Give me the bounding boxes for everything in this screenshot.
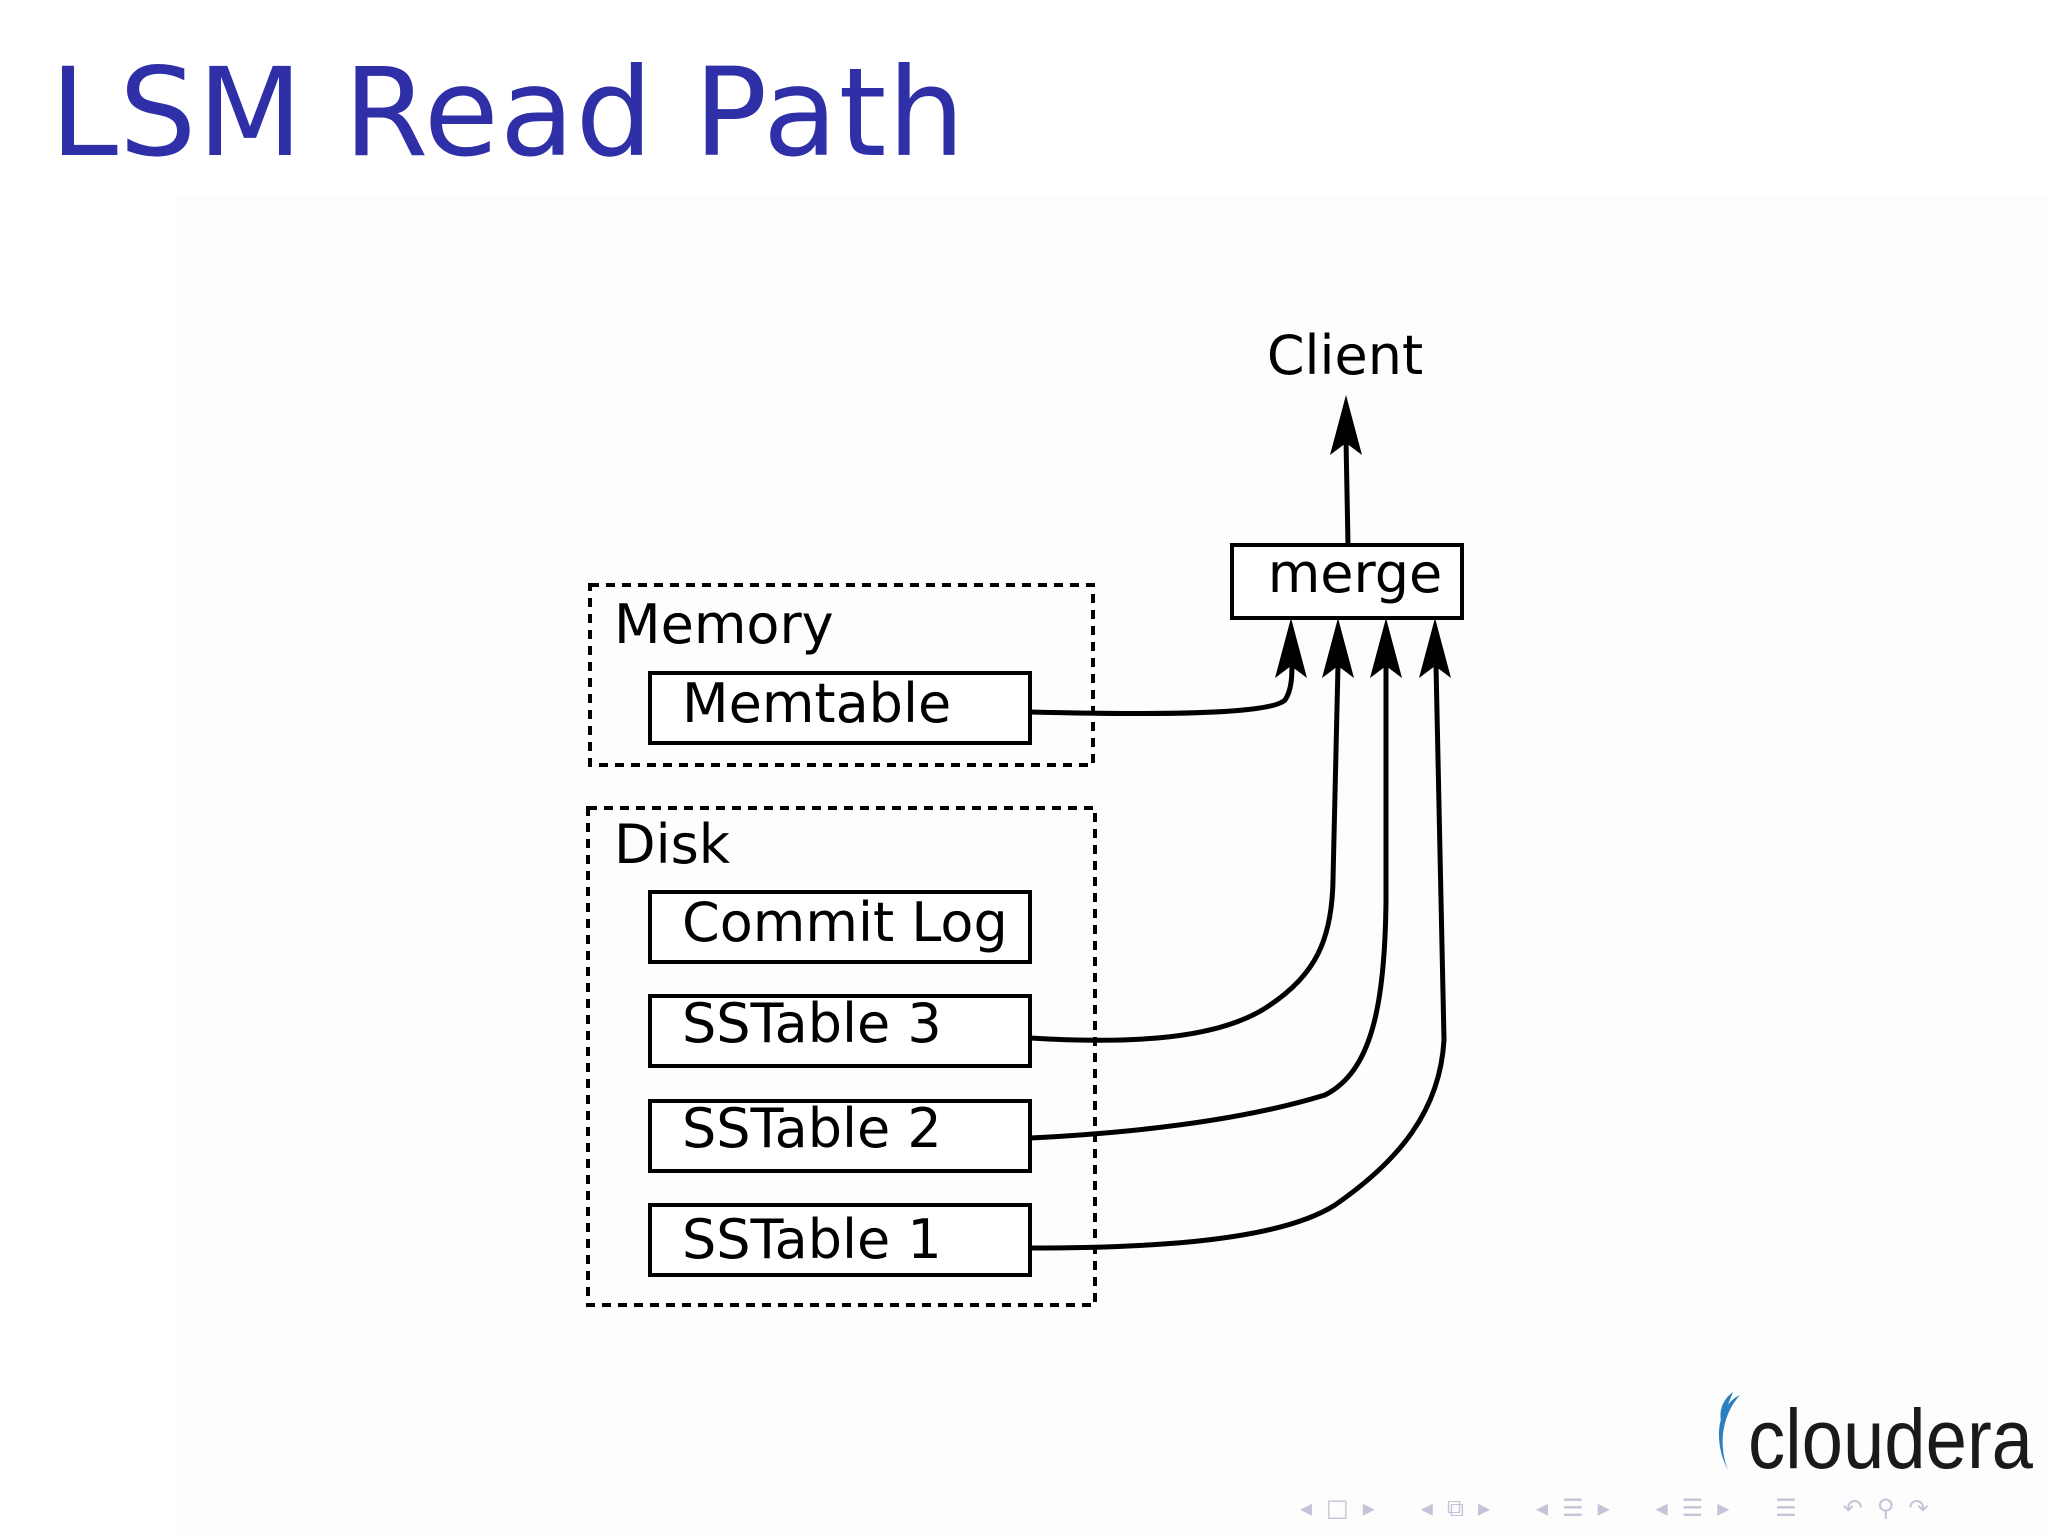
sstable-1-to-merge-arrow: [1029, 618, 1451, 1251]
disk-group-label: Disk: [614, 813, 731, 876]
memtable-box: Memtable: [648, 671, 1032, 745]
frame-icon[interactable]: □: [1326, 1494, 1349, 1522]
nav-prev-icon[interactable]: ◂: [1300, 1494, 1313, 1522]
sstable-3-to-merge-arrow: [1029, 618, 1354, 1043]
section-icon[interactable]: ☰: [1562, 1494, 1584, 1522]
cloudera-logo-text: cloudera: [1748, 1392, 2033, 1486]
sstable-2-to-merge-arrow: [1029, 618, 1402, 1141]
toc-icon[interactable]: ☰: [1775, 1494, 1797, 1522]
commit-log-label: Commit Log: [682, 891, 1008, 954]
cloudera-logo: cloudera: [1718, 1392, 2033, 1486]
disk-group: Disk: [586, 806, 1097, 1307]
sstable-2-box: SSTable 2: [648, 1097, 1032, 1173]
memory-group-label: Memory: [614, 593, 834, 656]
navigation-bar: ◂ □ ▸ ◂ ⧉ ▸ ◂ ☰ ▸ ◂ ☰ ▸ ☰ ↶ ⚲ ↷: [1300, 1488, 2040, 1528]
sstable-1-label: SSTable 1: [682, 1208, 942, 1271]
forward-icon[interactable]: ↷: [1908, 1494, 1929, 1522]
sstable-3-box: SSTable 3: [648, 992, 1032, 1068]
nav-next-icon[interactable]: ▸: [1362, 1494, 1375, 1522]
sstable-1-box: SSTable 1: [648, 1203, 1032, 1277]
client-label: Client: [1267, 324, 1423, 387]
nav-prev-icon[interactable]: ◂: [1655, 1494, 1668, 1522]
sstable-3-label: SSTable 3: [682, 992, 942, 1055]
memtable-to-merge-arrow: [1029, 618, 1307, 717]
subsection-icon[interactable]: ⧉: [1446, 1494, 1464, 1522]
search-icon[interactable]: ⚲: [1876, 1494, 1895, 1522]
merge-label: merge: [1268, 542, 1443, 605]
nav-next-icon[interactable]: ▸: [1717, 1494, 1730, 1522]
outline-icon[interactable]: ☰: [1681, 1494, 1704, 1522]
slide-background: [175, 195, 2048, 1536]
memtable-label: Memtable: [682, 672, 951, 735]
nav-next-icon[interactable]: ▸: [1477, 1494, 1491, 1522]
slide-title: LSM Read Path: [50, 42, 966, 184]
sstable-2-label: SSTable 2: [682, 1097, 942, 1160]
nav-next-icon[interactable]: ▸: [1597, 1494, 1610, 1522]
back-icon[interactable]: ↶: [1842, 1494, 1863, 1522]
merge-to-client-arrow: [1330, 395, 1362, 546]
merge-box: merge: [1230, 542, 1464, 620]
commit-log-box: Commit Log: [648, 890, 1032, 964]
memory-group: Memory: [588, 583, 1095, 767]
nav-prev-icon[interactable]: ◂: [1536, 1494, 1549, 1522]
nav-prev-icon[interactable]: ◂: [1420, 1494, 1433, 1522]
